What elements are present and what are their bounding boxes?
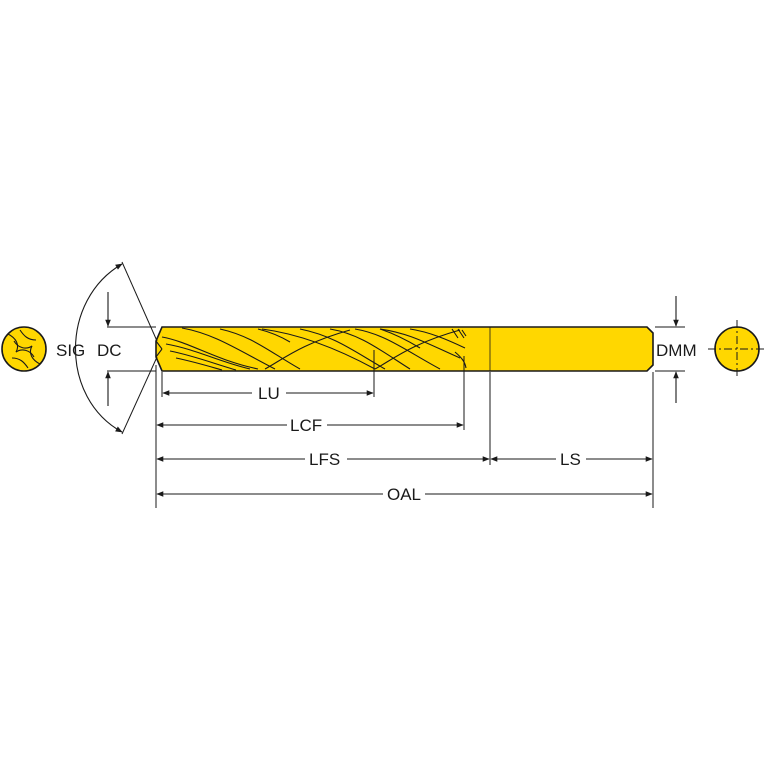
lcf-label: LCF bbox=[290, 416, 322, 435]
drill-body bbox=[155, 326, 654, 372]
ls-label: LS bbox=[560, 450, 581, 469]
sig-angle-dimension bbox=[74, 261, 158, 435]
lfs-label: LFS bbox=[309, 450, 340, 469]
oal-label: OAL bbox=[387, 485, 421, 504]
tip-end-view bbox=[1, 326, 47, 372]
lu-label: LU bbox=[258, 384, 280, 403]
flute-pattern bbox=[161, 327, 467, 371]
dc-label: DC bbox=[97, 341, 122, 360]
dmm-label: DMM bbox=[656, 341, 697, 360]
shank-end-view bbox=[708, 320, 767, 378]
sig-label: SIG bbox=[56, 341, 85, 360]
extension-lines bbox=[107, 326, 685, 508]
